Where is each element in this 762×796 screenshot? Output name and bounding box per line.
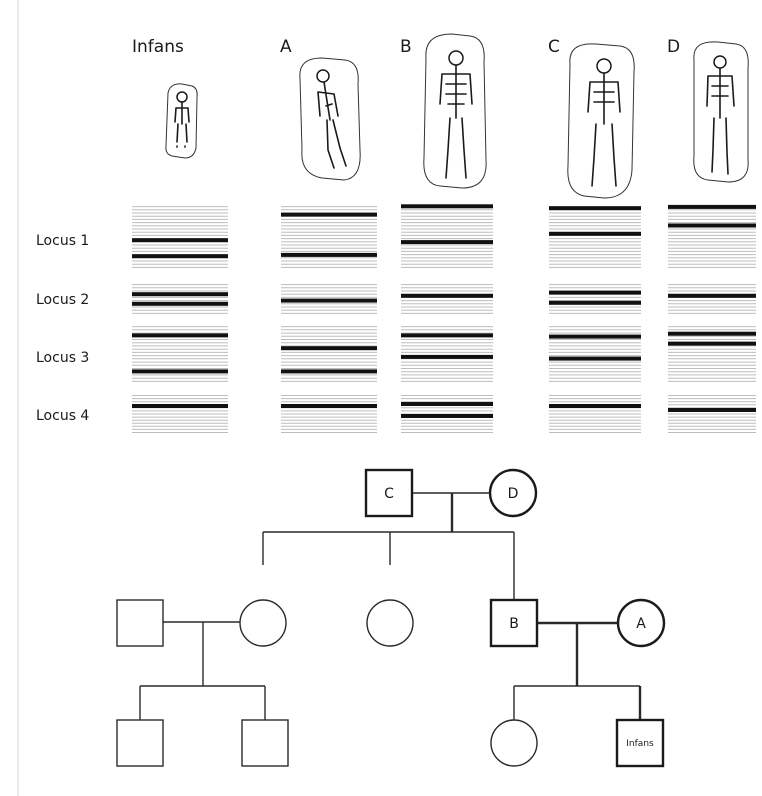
male-node-unlabeled: [116, 599, 164, 647]
female-node-a: [616, 598, 666, 648]
dna-band: [132, 254, 228, 259]
dna-band: [281, 369, 377, 374]
gel-panel-infans-locus-1: [132, 206, 228, 268]
dna-band: [668, 204, 756, 209]
dna-band: [401, 293, 493, 298]
locus-label-4: Locus 4: [36, 408, 89, 424]
dna-band: [668, 331, 756, 336]
dna-band: [668, 223, 756, 228]
dna-band: [132, 238, 228, 243]
male-node-unlabeled: [116, 719, 164, 767]
individual-label-infans: Infans: [132, 37, 184, 57]
gel-panel-a-locus-4: [281, 395, 377, 433]
locus-label-1: Locus 1: [36, 233, 89, 249]
gel-panel-infans-locus-2: [132, 284, 228, 314]
female-node-d: [488, 468, 538, 518]
dna-band: [132, 333, 228, 338]
dna-band: [401, 402, 493, 406]
gel-panel-infans-locus-3: [132, 326, 228, 382]
gel-panel-b-locus-3: [401, 326, 493, 382]
pedigree-chart: C D B A Infans: [116, 468, 666, 768]
dna-band: [401, 204, 493, 209]
dna-band: [549, 356, 641, 361]
dna-band: [401, 354, 493, 359]
burial-drawing-c: [567, 43, 635, 199]
gel-panel-b-locus-1: [401, 204, 493, 268]
node-label-b: B: [509, 616, 519, 632]
gel-panel-d-locus-3: [668, 326, 756, 382]
node-label-infans: Infans: [626, 739, 654, 749]
gel-panel-a-locus-2: [281, 284, 377, 314]
gel-panel-c-locus-4: [549, 395, 641, 433]
dna-band: [549, 300, 641, 305]
gel-panel-c-locus-2: [549, 284, 641, 314]
burial-drawing-infans: [165, 83, 198, 159]
dna-band: [549, 334, 641, 339]
individual-label-c: C: [548, 37, 560, 57]
node-label-c: C: [384, 486, 394, 502]
individual-label-d: D: [667, 37, 680, 57]
dna-band: [281, 298, 377, 303]
gel-panel-infans-locus-4: [132, 395, 228, 433]
gel-panel-b-locus-2: [401, 284, 493, 314]
gel-panel-a-locus-3: [281, 326, 377, 382]
burial-drawing-a: [299, 57, 361, 181]
burial-drawing-d: [693, 41, 749, 183]
dna-band: [549, 290, 641, 295]
dna-band: [549, 206, 641, 211]
individual-label-a: A: [280, 37, 292, 57]
dna-band: [668, 341, 756, 346]
dna-band: [132, 292, 228, 297]
dna-band: [401, 333, 493, 338]
dna-band: [281, 212, 377, 217]
male-node-unlabeled: [241, 719, 289, 767]
female-node-unlabeled: [490, 719, 538, 767]
male-node-infans: [615, 718, 665, 768]
gel-panel-c-locus-3: [549, 326, 641, 382]
dna-band: [401, 414, 493, 418]
gel-band-panels: [132, 204, 756, 433]
male-node-b: [489, 598, 539, 648]
node-label-d: D: [508, 486, 519, 502]
female-node-unlabeled: [366, 599, 414, 647]
dna-band: [281, 252, 377, 257]
dna-band: [549, 231, 641, 236]
dna-band: [401, 240, 493, 245]
female-node-unlabeled: [239, 599, 287, 647]
burial-drawing-b: [423, 33, 487, 189]
dna-band: [549, 404, 641, 408]
male-node-c: [364, 468, 414, 518]
dna-band: [281, 346, 377, 351]
gel-panel-c-locus-1: [549, 206, 641, 268]
dna-band: [668, 293, 756, 298]
node-label-a: A: [636, 616, 646, 632]
gel-panel-a-locus-1: [281, 206, 377, 268]
dna-band: [281, 404, 377, 408]
dna-band: [132, 301, 228, 306]
gel-panel-d-locus-4: [668, 395, 756, 433]
dna-band: [132, 404, 228, 408]
gel-panel-d-locus-1: [668, 204, 756, 268]
dna-band: [132, 369, 228, 374]
individual-label-b: B: [400, 37, 412, 57]
gel-panel-b-locus-4: [401, 395, 493, 433]
locus-label-3: Locus 3: [36, 350, 89, 366]
dna-band: [668, 408, 756, 412]
gel-panel-d-locus-2: [668, 284, 756, 314]
locus-label-2: Locus 2: [36, 292, 89, 308]
